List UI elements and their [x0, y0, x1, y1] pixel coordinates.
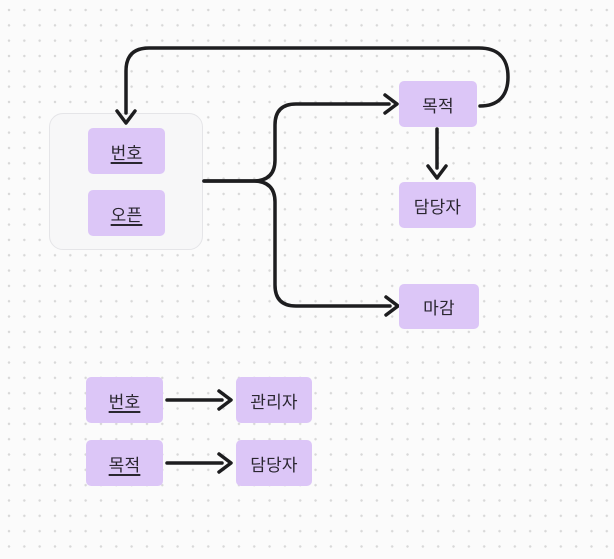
node-label: 번호 [110, 143, 143, 163]
arrowhead-right-icon [383, 93, 399, 115]
node-beonho-bottom[interactable]: 번호 [86, 377, 163, 423]
edge-mokjeok2-to-damdangja2[interactable] [165, 452, 233, 474]
edge-beonho-to-gwanrija[interactable] [165, 389, 233, 411]
arrowhead-down-icon [426, 164, 448, 180]
node-mokjeok-bottom[interactable]: 목적 [86, 440, 163, 486]
arrowhead-right-icon [217, 452, 233, 474]
arrowhead-right-icon [384, 295, 400, 317]
arrowhead-down-icon [115, 109, 137, 125]
node-gwanrija[interactable]: 관리자 [236, 377, 312, 423]
node-open[interactable]: 오픈 [88, 190, 165, 236]
node-beonho-top[interactable]: 번호 [88, 128, 165, 174]
edge-group-to-magam[interactable] [202, 179, 400, 317]
node-label: 목적 [422, 96, 454, 116]
node-label: 마감 [423, 299, 455, 318]
node-label: 오픈 [110, 205, 143, 225]
node-label: 번호 [108, 392, 141, 412]
arrowhead-right-icon [217, 389, 233, 411]
node-damdangja-bottom[interactable]: 담당자 [236, 440, 312, 486]
edge-mokjeok-loop-to-group[interactable] [115, 46, 510, 125]
node-mokjeok-top[interactable]: 목적 [399, 81, 477, 127]
node-magam[interactable]: 마감 [399, 284, 479, 329]
node-label: 목적 [108, 455, 141, 475]
node-label: 담당자 [250, 455, 298, 475]
edge-group-to-mokjeok[interactable] [202, 93, 399, 183]
node-label: 관리자 [250, 392, 298, 412]
node-damdangja-top[interactable]: 담당자 [399, 182, 476, 228]
edge-mokjeok-to-damdangja[interactable] [426, 127, 448, 180]
node-label: 담당자 [413, 197, 462, 217]
